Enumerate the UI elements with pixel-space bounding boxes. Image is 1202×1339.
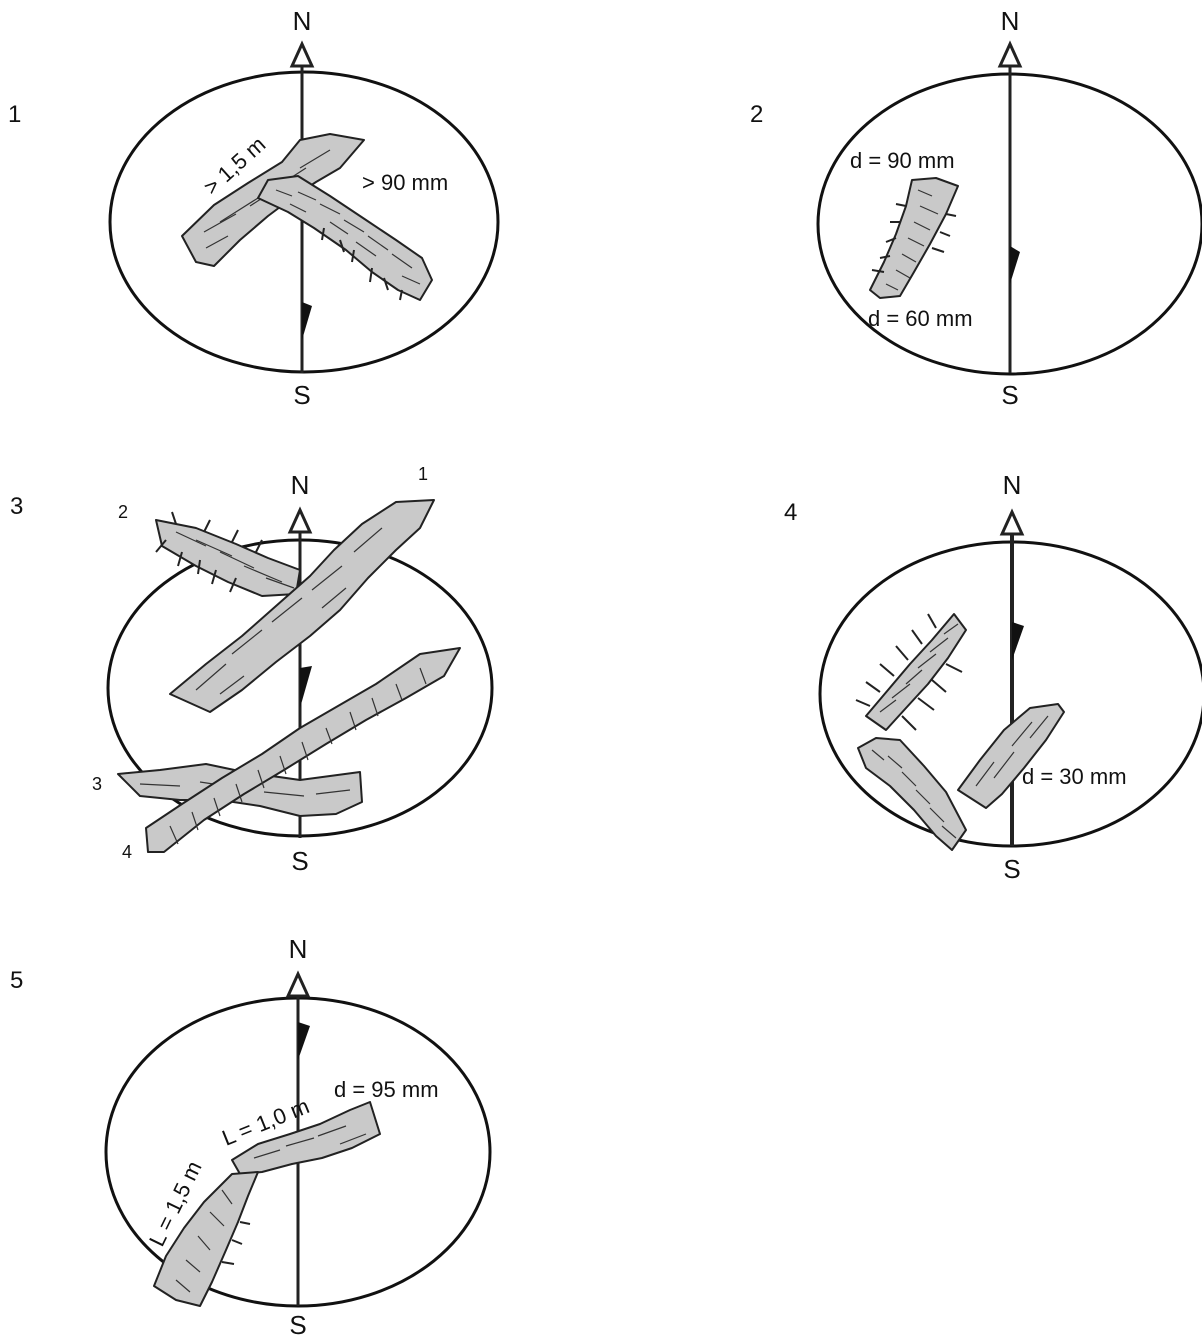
needle-flag-icon <box>300 666 312 708</box>
log-grain <box>195 527 383 695</box>
needle-flag-icon <box>1012 622 1024 660</box>
log-branch <box>257 175 433 301</box>
log-3-label: 3 <box>92 774 102 794</box>
log-grain <box>169 667 427 845</box>
panel-number: 3 <box>10 493 23 520</box>
top-diameter-label: d = 90 mm <box>850 148 955 173</box>
log-upper <box>231 1101 381 1175</box>
log-lower <box>153 1171 259 1307</box>
log-grain <box>871 749 957 839</box>
log-twigs <box>321 227 403 301</box>
north-arrow-icon <box>999 508 1025 536</box>
plot-circle <box>108 70 500 374</box>
south-label: S <box>1001 380 1018 410</box>
log-twigs <box>155 511 263 593</box>
south-label: S <box>293 380 310 410</box>
north-arrow-icon <box>285 970 311 998</box>
needle-flag-icon <box>298 1022 310 1060</box>
log-grain <box>175 1189 233 1293</box>
north-label: N <box>1001 6 1020 36</box>
log-twigs <box>871 203 957 273</box>
north-label: N <box>289 934 308 964</box>
log-4-label: 4 <box>122 842 132 862</box>
needle-flag-icon <box>1010 246 1020 284</box>
north-arrow-icon <box>997 40 1023 68</box>
south-label: S <box>1003 854 1020 884</box>
needle-flag-icon <box>302 302 312 340</box>
north-label: N <box>293 6 312 36</box>
bottom-diameter-label: d = 60 mm <box>868 306 973 331</box>
log-twigs <box>221 1221 251 1265</box>
log-twigs <box>855 613 963 731</box>
panel-number: 4 <box>784 499 797 526</box>
diameter-label: > 90 mm <box>362 170 448 195</box>
log-stem <box>869 177 959 299</box>
panel-number: 1 <box>8 101 21 128</box>
panel-1: 1 N S > 1,5 m > 90 mm <box>8 6 500 410</box>
panel-number: 2 <box>750 101 763 128</box>
south-label: S <box>291 846 308 876</box>
north-label: N <box>1003 470 1022 500</box>
log-2-label: 2 <box>118 502 128 522</box>
north-arrow-icon <box>289 40 315 68</box>
panel-number: 5 <box>10 967 23 994</box>
log-grain <box>175 531 295 589</box>
north-arrow-icon <box>287 506 313 534</box>
log-2 <box>155 519 301 597</box>
south-label: S <box>289 1310 306 1339</box>
log-grain <box>885 189 939 291</box>
log-lower <box>857 737 967 851</box>
panel-5: 5 N S L = 1,0 m d = 95 mm L = 1,5 m <box>10 934 492 1339</box>
panel-3: 3 N S 1 2 3 4 <box>10 464 494 876</box>
diameter-label: d = 95 mm <box>334 1077 439 1102</box>
panel-2: 2 N S d = 90 mm d = 60 mm <box>750 6 1202 410</box>
log-grain <box>975 715 1049 787</box>
log-1 <box>169 499 435 713</box>
north-label: N <box>291 470 310 500</box>
log-1-label: 1 <box>418 464 428 484</box>
log-4 <box>145 647 461 853</box>
log-grain <box>275 189 421 285</box>
panel-4: 4 N S d = 30 mm <box>784 470 1202 884</box>
log-grain <box>253 1125 367 1159</box>
log-grain <box>879 623 959 713</box>
log-spiky <box>865 613 967 731</box>
diameter-label: d = 30 mm <box>1022 764 1127 789</box>
